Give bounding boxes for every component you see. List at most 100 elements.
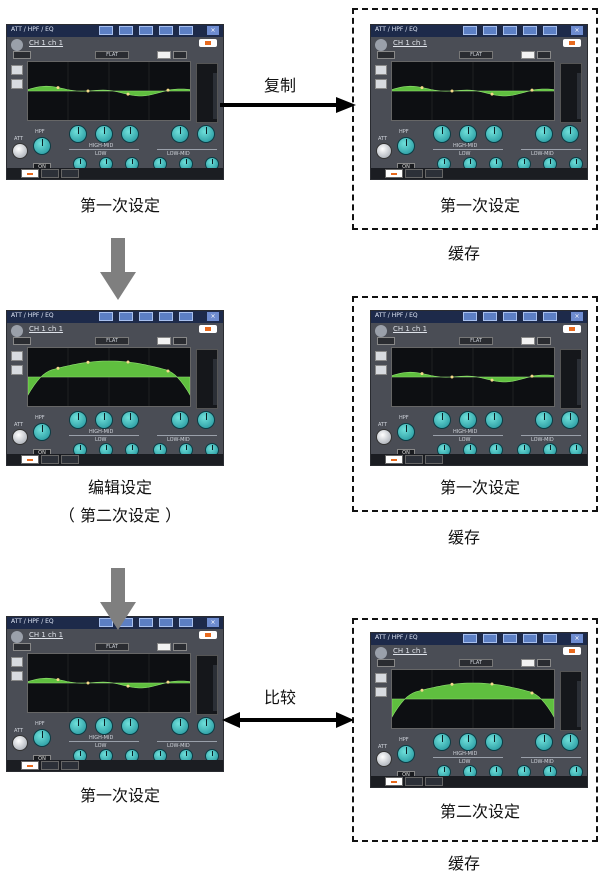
type-button[interactable] [11, 79, 23, 89]
paste-icon[interactable] [503, 634, 517, 643]
close-icon[interactable]: × [207, 312, 219, 321]
tab-1-8[interactable] [385, 777, 403, 786]
paste-icon[interactable] [503, 26, 517, 35]
tab-9-16[interactable] [41, 169, 59, 178]
copy-icon[interactable] [119, 312, 133, 321]
eq-graph[interactable] [391, 61, 555, 121]
copy-icon[interactable] [119, 26, 133, 35]
compare-icon[interactable] [159, 312, 173, 321]
flat-button[interactable]: FLAT [459, 659, 493, 667]
type-button[interactable] [11, 365, 23, 375]
tab-9-16[interactable] [41, 761, 59, 770]
band-point[interactable] [450, 89, 454, 93]
copy-icon[interactable] [483, 312, 497, 321]
band-point[interactable] [166, 680, 170, 684]
eq-on-button[interactable] [199, 39, 217, 47]
low-knob[interactable] [99, 749, 113, 763]
type-button[interactable] [375, 673, 387, 683]
eq-on-button[interactable] [563, 325, 581, 333]
high-knob[interactable] [433, 733, 451, 751]
high-knob[interactable] [459, 125, 477, 143]
channel-name[interactable]: CH 1 ch 1 [29, 39, 64, 47]
hpf-knob[interactable] [33, 137, 51, 155]
type-button[interactable] [375, 687, 387, 697]
flat-button[interactable]: FLAT [95, 337, 129, 345]
high-mid-knob[interactable] [171, 125, 189, 143]
library-icon[interactable] [463, 26, 477, 35]
shelf-shape-icon[interactable] [157, 643, 171, 651]
band-point[interactable] [56, 678, 60, 682]
band-point[interactable] [86, 681, 90, 685]
close-icon[interactable]: × [207, 618, 219, 627]
shelf-shape-icon[interactable] [537, 51, 551, 59]
library-icon[interactable] [463, 312, 477, 321]
shelf-shape-icon[interactable] [521, 51, 535, 59]
hpf-knob[interactable] [397, 745, 415, 763]
hpf-knob[interactable] [397, 137, 415, 155]
compare-icon[interactable] [179, 312, 193, 321]
hpf-knob[interactable] [33, 423, 51, 441]
copy-icon[interactable] [483, 26, 497, 35]
shelf-shape-icon[interactable] [157, 51, 171, 59]
band-point[interactable] [530, 691, 534, 695]
tab-all[interactable] [61, 761, 79, 770]
eq-on-button[interactable] [199, 631, 217, 639]
shelf-shape-icon[interactable] [173, 51, 187, 59]
eq-graph[interactable] [27, 61, 191, 121]
band-point[interactable] [490, 682, 494, 686]
high-knob[interactable] [485, 125, 503, 143]
eq-graph[interactable] [391, 347, 555, 407]
high-knob[interactable] [69, 125, 87, 143]
paste-icon[interactable] [503, 312, 517, 321]
band-point[interactable] [420, 86, 424, 90]
type-button[interactable] [11, 351, 23, 361]
band-point[interactable] [166, 88, 170, 92]
high-knob[interactable] [459, 411, 477, 429]
att-knob[interactable] [376, 429, 392, 445]
high-mid-knob[interactable] [171, 411, 189, 429]
hpf-shape-icon[interactable] [377, 337, 395, 345]
paste-icon[interactable] [139, 26, 153, 35]
library-icon[interactable] [99, 312, 113, 321]
type-button[interactable] [11, 671, 23, 681]
compare-icon[interactable] [179, 618, 193, 627]
low-mid-knob[interactable] [543, 443, 557, 457]
close-icon[interactable]: × [207, 26, 219, 35]
band-point[interactable] [166, 369, 170, 373]
tab-9-16[interactable] [405, 169, 423, 178]
compare-icon[interactable] [543, 634, 557, 643]
high-mid-knob[interactable] [535, 733, 553, 751]
shelf-shape-icon[interactable] [157, 337, 171, 345]
band-point[interactable] [490, 92, 494, 96]
hpf-knob[interactable] [33, 729, 51, 747]
high-mid-knob[interactable] [197, 411, 215, 429]
channel-name[interactable]: CH 1 ch 1 [393, 39, 428, 47]
high-mid-knob[interactable] [197, 717, 215, 735]
compare-icon[interactable] [543, 312, 557, 321]
channel-name[interactable]: CH 1 ch 1 [393, 325, 428, 333]
tab-1-8[interactable] [385, 169, 403, 178]
low-knob[interactable] [463, 157, 477, 171]
paste-icon[interactable] [139, 618, 153, 627]
high-mid-knob[interactable] [561, 733, 579, 751]
eq-on-button[interactable] [563, 647, 581, 655]
band-point[interactable] [450, 375, 454, 379]
high-mid-knob[interactable] [535, 125, 553, 143]
compare-icon[interactable] [159, 26, 173, 35]
library-icon[interactable] [99, 26, 113, 35]
paste-icon[interactable] [139, 312, 153, 321]
channel-name[interactable]: CH 1 ch 1 [29, 631, 64, 639]
high-knob[interactable] [433, 411, 451, 429]
compare-icon[interactable] [523, 26, 537, 35]
band-point[interactable] [56, 86, 60, 90]
compare-icon[interactable] [543, 26, 557, 35]
flat-button[interactable]: FLAT [459, 51, 493, 59]
type-button[interactable] [375, 79, 387, 89]
band-point[interactable] [420, 372, 424, 376]
flat-button[interactable]: FLAT [459, 337, 493, 345]
high-mid-knob[interactable] [171, 717, 189, 735]
band-point[interactable] [126, 684, 130, 688]
type-button[interactable] [11, 657, 23, 667]
eq-graph[interactable] [27, 653, 191, 713]
low-mid-knob[interactable] [569, 765, 583, 779]
